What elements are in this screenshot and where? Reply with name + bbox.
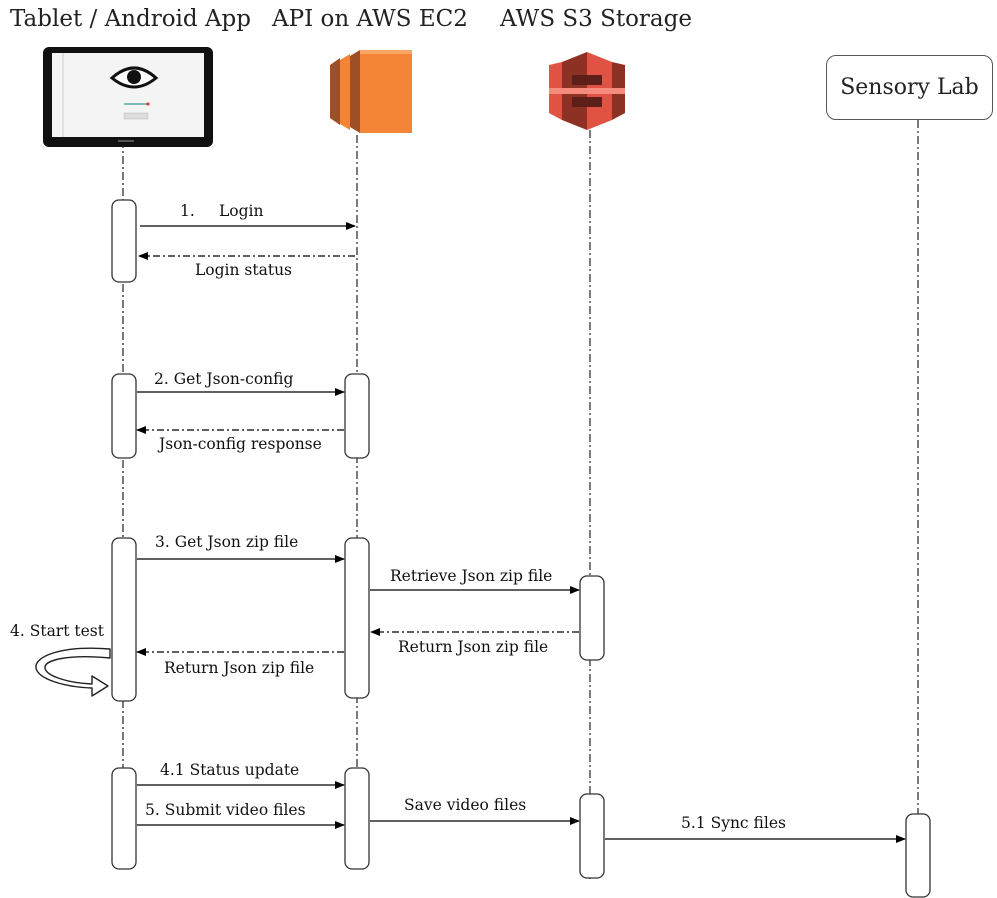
activation-tablet-4 <box>111 767 137 870</box>
msg-return-json-zip: Return Json zip file <box>164 659 315 677</box>
activation-s3-4 <box>579 793 605 879</box>
activation-api-4 <box>344 767 370 870</box>
msg-login: Login <box>219 202 264 220</box>
participant-sensory-lab-box: Sensory Lab <box>826 55 993 120</box>
msg-get-json-config: 2. Get Json-config <box>154 370 294 388</box>
activation-api-3 <box>344 537 370 699</box>
msg-retrieve-json-zip: Retrieve Json zip file <box>390 567 553 585</box>
activation-tablet-3 <box>111 537 137 702</box>
s3-bucket-icon <box>549 52 625 130</box>
msg-login-number: 1. <box>180 202 195 220</box>
tablet-icon <box>43 47 213 147</box>
activation-tablet-2 <box>111 373 137 459</box>
participant-tablet-title: Tablet / Android App <box>10 6 252 32</box>
participant-api-title: API on AWS EC2 <box>272 6 468 32</box>
msg-save-video: Save video files <box>404 796 527 814</box>
activation-s3-3 <box>579 575 605 661</box>
msg-submit-video: 5. Submit video files <box>145 801 306 819</box>
activation-tablet-1 <box>111 199 137 283</box>
participant-s3-title: AWS S3 Storage <box>500 6 692 32</box>
msg-start-test: 4. Start test <box>10 622 104 640</box>
msg-s3-return-json-zip: Return Json zip file <box>398 638 549 656</box>
msg-sync-files: 5.1 Sync files <box>681 814 786 832</box>
ec2-icon <box>330 50 412 133</box>
msg-json-config-response: Json-config response <box>159 435 322 453</box>
activation-api-2 <box>344 373 370 459</box>
msg-get-json-zip: 3. Get Json zip file <box>155 533 299 551</box>
msg-status-update: 4.1 Status update <box>160 761 300 779</box>
self-loop-start-test-arrow <box>35 647 111 697</box>
msg-login-status: Login status <box>195 261 293 279</box>
participant-sensory-lab-title: Sensory Lab <box>840 75 979 100</box>
activation-sensory-lab <box>905 813 931 898</box>
